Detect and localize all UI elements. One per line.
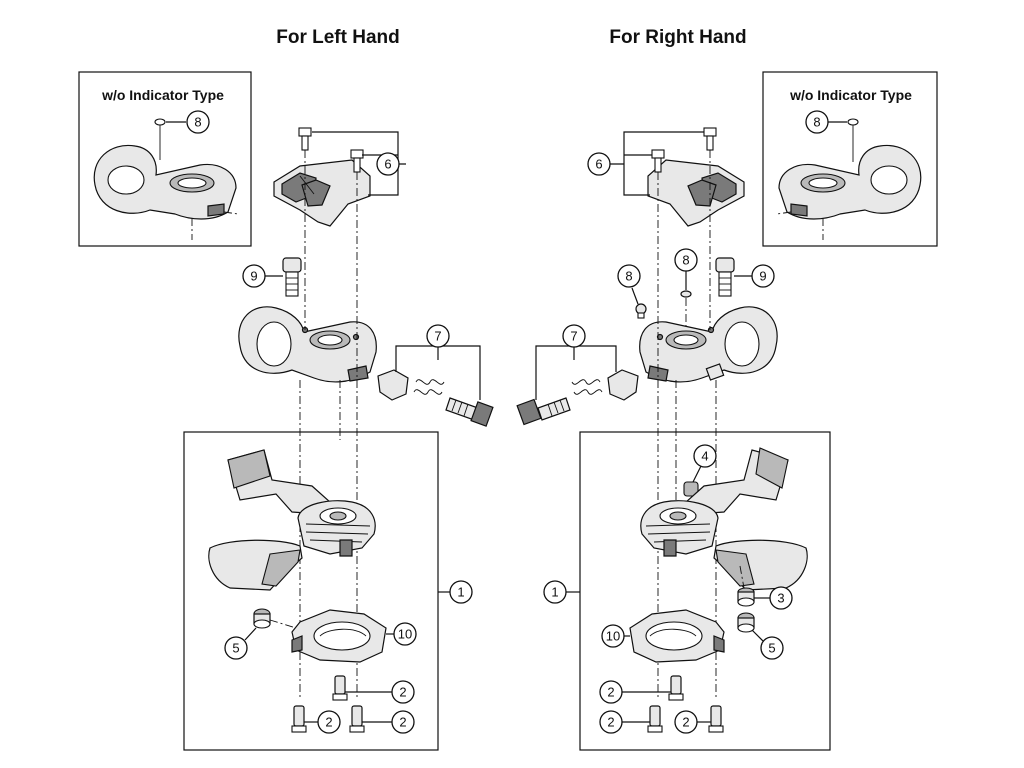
svg-text:8: 8 [625,269,632,284]
right-callout-2c: 2 [674,710,698,734]
svg-text:6: 6 [384,157,391,172]
right-callout-8b: 8 [674,248,698,272]
right-screw-2a [668,675,684,701]
left-top-cover [273,159,371,227]
right-callout-3: 3 [769,586,793,610]
right-inset-shifter-body [776,144,922,240]
right-clamp-body [639,306,778,383]
left-cap-5 [253,608,297,629]
svg-text:6: 6 [595,157,602,172]
right-bolt-9 [715,257,735,297]
left-callout-2c: 2 [391,710,415,734]
right-callout-2a: 2 [599,680,623,704]
left-callout-10: 10 [393,622,417,646]
left-screw-2a [332,675,348,701]
right-callout-1: 1 [543,580,567,604]
right-top-cover [647,159,745,227]
left-screw-2c [349,705,365,733]
right-callout-7: 7 [562,324,586,348]
left-inset-callout-8: 8 [186,110,210,134]
svg-text:1: 1 [551,585,558,600]
right-inset-callout-8: 8 [805,110,829,134]
left-inset-title: w/o Indicator Type [101,87,224,103]
right-callout-4: 4 [693,444,717,468]
right-cover-screw-a [703,127,717,151]
left-inset-shifter-body [93,144,239,240]
right-callout-6: 6 [587,152,611,176]
left-callout-2a: 2 [391,680,415,704]
left-callout-6: 6 [376,152,400,176]
svg-text:8: 8 [813,115,820,130]
right-screw-8b [680,290,692,330]
right-inset-screw [847,118,859,162]
right-inset-frame [762,71,938,247]
left-base-plate-10 [291,609,387,663]
right-mechanism [640,500,719,557]
svg-text:8: 8 [682,253,689,268]
left-callout-9: 9 [242,264,266,288]
left-inset-frame [78,71,252,247]
right-cap-3 [737,565,755,607]
right-main-unit-frame [579,431,831,751]
svg-text:7: 7 [570,329,577,344]
left-screw-2b [291,705,307,733]
right-cap-5 [737,612,755,633]
svg-text:2: 2 [607,715,614,730]
left-upper-lever [227,449,331,515]
left-mechanism [297,500,376,557]
left-bolt-9 [282,257,302,297]
left-main-unit-frame [183,431,439,751]
right-callout-8a: 8 [617,264,641,288]
left-inset-screw [154,118,166,160]
svg-text:2: 2 [607,685,614,700]
svg-text:2: 2 [399,715,406,730]
right-screw-2b [647,705,663,733]
left-lower-lever [208,539,303,591]
right-hand-title: For Right Hand [609,27,746,48]
svg-text:4: 4 [701,449,708,464]
svg-text:2: 2 [682,715,689,730]
svg-text:7: 7 [434,329,441,344]
right-base-plate-10 [629,609,725,663]
right-adjuster-7 [516,369,639,426]
svg-text:2: 2 [399,685,406,700]
left-callout-5: 5 [224,636,248,660]
right-knob-4 [683,481,699,497]
svg-text:5: 5 [232,641,239,656]
right-upper-lever [685,447,789,515]
svg-text:10: 10 [606,629,620,644]
left-adjuster-7 [377,369,494,427]
svg-text:3: 3 [777,591,784,606]
left-clamp-body [238,306,377,383]
left-callout-7: 7 [426,324,450,348]
right-inset-title: w/o Indicator Type [789,87,912,103]
svg-text:10: 10 [398,627,412,642]
right-screw-2c [708,705,724,733]
left-hand-assembly: w/o Indicator Type 8 [78,71,494,751]
right-callout-2b: 2 [599,710,623,734]
right-lower-lever [713,539,808,591]
left-callout-2b: 2 [317,710,341,734]
left-inset: w/o Indicator Type 8 [78,71,252,247]
left-cover-screw-a [298,127,312,151]
right-inset: w/o Indicator Type 8 [762,71,938,247]
svg-text:8: 8 [194,115,201,130]
right-callout-9: 9 [751,264,775,288]
svg-text:2: 2 [325,715,332,730]
right-hand-assembly: w/o Indicator Type 8 [516,71,938,751]
right-callout-10: 10 [601,624,625,648]
svg-text:9: 9 [759,269,766,284]
left-callout-1: 1 [449,580,473,604]
right-callout-5: 5 [760,636,784,660]
right-screw-8a [635,303,647,319]
svg-text:1: 1 [457,585,464,600]
svg-text:5: 5 [768,641,775,656]
left-hand-title: For Left Hand [276,27,400,48]
svg-text:9: 9 [250,269,257,284]
